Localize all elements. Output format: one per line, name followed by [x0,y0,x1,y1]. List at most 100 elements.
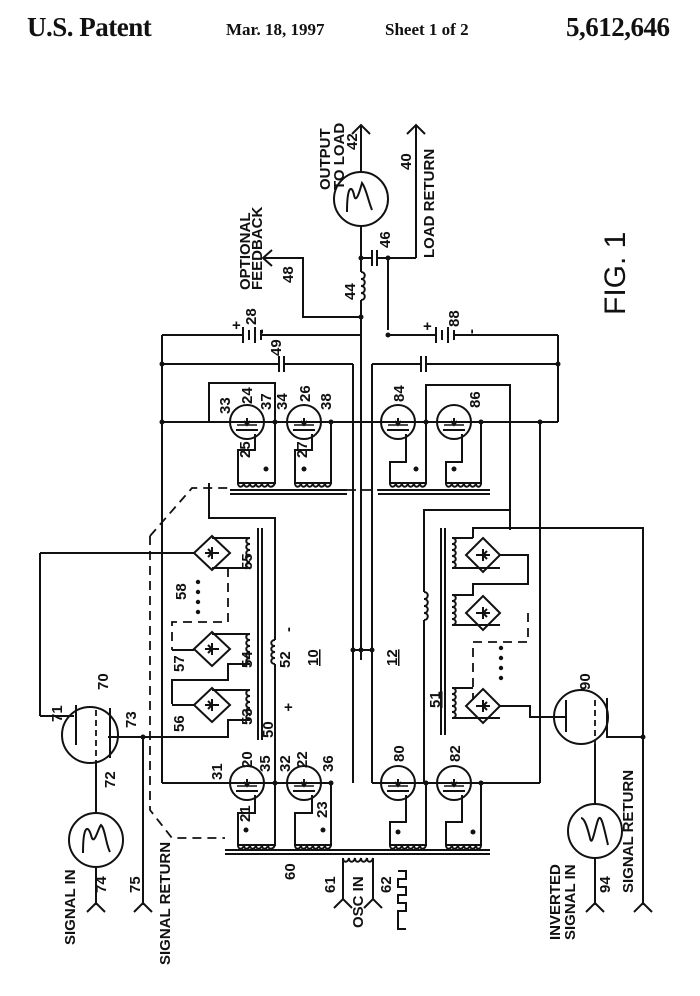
supply-rails [159,327,561,783]
label-optional: OPTIONAL [237,213,254,291]
gate-winding-86 [445,482,482,488]
patent-header-title: U.S. Patent [27,12,152,42]
ref-32: 32 [277,755,294,772]
ref-21: 21 [237,805,254,822]
lower-fet-row [162,765,540,930]
osc-terminal-62-icon [363,897,383,909]
ref-22: 22 [294,751,311,768]
ref-57: 57 [171,655,188,672]
gate-winding-27 [294,482,332,488]
fet-84-icon [380,404,416,440]
amp10-feed [208,483,276,640]
signal-in-source-icon [68,812,124,868]
patent-number: 5,612,646 [566,12,670,42]
ref-55: 55 [239,553,256,570]
ref-73: 73 [123,711,140,728]
ref-12: 12 [384,649,401,666]
tube-70-icon [61,705,119,765]
fet-26-icon [286,404,322,440]
ref-38: 38 [318,393,335,410]
fet-80-icon [380,765,416,801]
ref-25: 25 [237,441,254,458]
inverted-signal-terminal-icon [585,901,605,913]
output-arrow-icon [351,123,371,135]
signal-return-right-terminal-icon [633,901,653,913]
gate-winding-23 [294,844,332,850]
rectifier-bridge-icon [192,534,232,572]
sine-pulse-glyph [82,823,111,854]
ref-70: 70 [95,673,112,690]
ref-90: 90 [577,673,594,690]
feedback-arrow-icon [261,249,273,267]
ref-44: 44 [342,283,359,300]
amplifier-12 [423,509,653,913]
signal-return-terminal-icon [133,901,153,913]
label-feedback: FEEDBACK [249,206,266,290]
ref-52: 52 [277,651,294,668]
label-signal-return-right: SIGNAL RETURN [620,770,637,893]
ref-49: 49 [268,339,285,356]
fet86-loop [425,384,511,530]
bridge-58 [40,534,251,572]
bridge-56 [108,686,251,738]
ref-28: 28 [243,308,260,325]
ref-26: 26 [297,385,314,402]
label-osc-in: OSC IN [350,876,367,928]
ref-20: 20 [239,751,256,768]
gate-winding-84 [389,482,427,488]
rectifier-bridge-icon [464,536,502,574]
load-return-arrow-icon [406,123,426,135]
ref-75: 75 [127,876,144,893]
dashed-bridge-chain [171,568,229,650]
ref-62: 62 [378,876,395,893]
label-signal-return-left: SIGNAL RETURN [157,842,174,965]
ref-48: 48 [280,266,297,283]
labels: OUTPUT TO LOAD 42 40 LOAD RETURN 46 44 O… [49,123,637,965]
rectifier-bridge-icon [464,594,502,632]
amplifier-10 [39,483,276,913]
ref-23: 23 [314,801,331,818]
rectifier-bridge-icon [192,686,232,724]
ref-40: 40 [398,153,415,170]
ref-58: 58 [173,583,190,600]
ref-72: 72 [102,771,119,788]
label-output: OUTPUT [317,128,334,190]
primary-winding-51b [423,591,429,621]
fet-22-icon [286,765,322,801]
fet-24-icon [229,404,265,440]
ref-86: 86 [467,391,484,408]
ref-56: 56 [171,715,188,732]
ref-24: 24 [239,387,256,404]
ref-80: 80 [391,745,408,762]
osc-input-winding [342,857,374,863]
ref-71: 71 [49,705,66,722]
bridge-right-mid [451,583,502,632]
ref-94: 94 [597,876,614,893]
dashed-coupling-lower [149,536,225,839]
label-signal-in: SIGNAL IN [62,869,79,945]
gate-winding-80 [389,844,427,850]
bridge-right-bottom [451,687,557,725]
rectifier-bridge-icon [192,630,232,668]
ref-54: 54 [239,651,256,668]
label-signal-in-2: SIGNAL IN [562,864,579,940]
ref-53: 53 [239,708,256,725]
ref-74: 74 [93,876,110,893]
winding-52-minus: - [280,627,297,632]
fet-86-icon [436,404,472,440]
ref-88: 88 [446,310,463,327]
bridge-right-top [451,527,644,737]
ref-31: 31 [209,763,226,780]
gate-winding-25 [237,482,276,488]
ref-50: 50 [260,721,277,738]
upper-fet-row [149,364,559,783]
ref-36: 36 [320,755,337,772]
ref-46: 46 [377,231,394,248]
ref-60: 60 [282,863,299,880]
osc-terminal-61-icon [333,897,353,909]
fet-20-icon [229,765,265,801]
ref-42: 42 [344,133,361,150]
dashed-bridge-chain-right [472,613,529,700]
patent-date: Mar. 18, 1997 [226,20,325,39]
